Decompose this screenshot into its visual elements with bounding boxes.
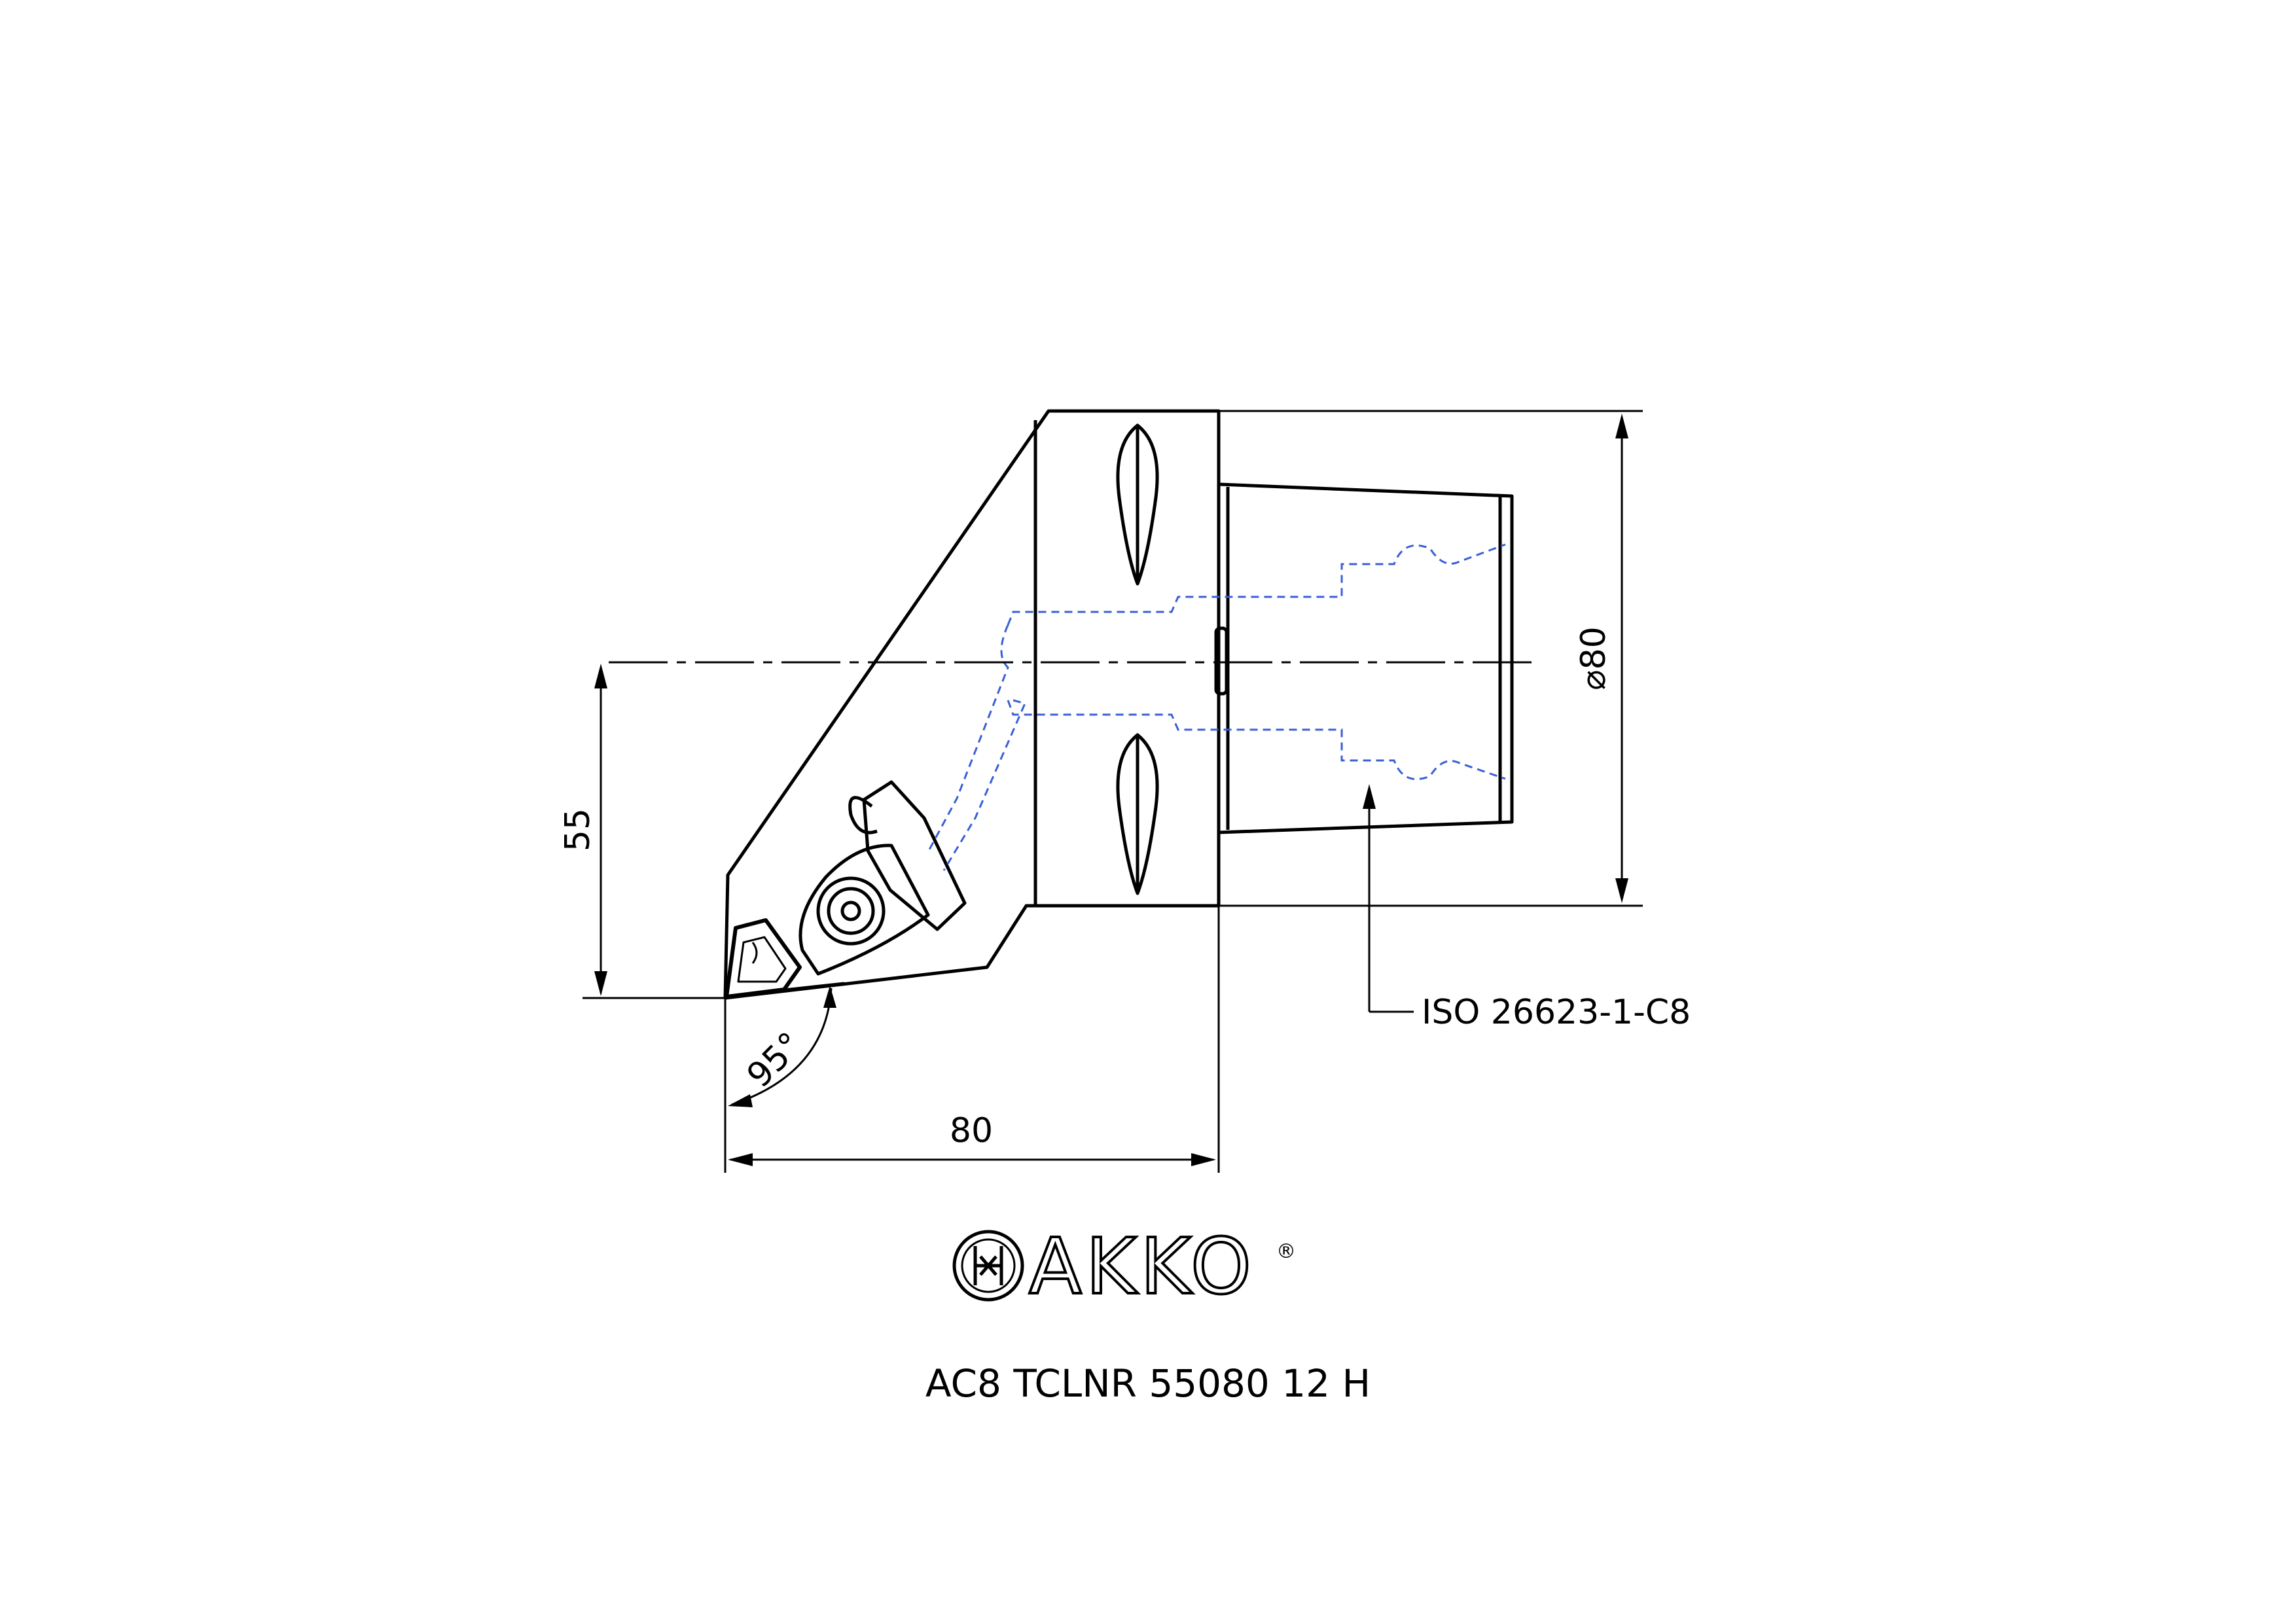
akko-logo: AKKO ® <box>952 1220 1296 1313</box>
dim-diameter <box>1219 410 1643 907</box>
dim-length-label: 80 <box>950 1111 993 1150</box>
clamp-screw-inner <box>827 887 875 935</box>
insert-inner <box>737 936 787 983</box>
logo-wordmark: AKKO <box>1029 1221 1255 1311</box>
shank-outline <box>1218 482 1514 834</box>
clamp-head <box>848 796 878 834</box>
dim-height-label: 55 <box>558 808 598 851</box>
center-plug <box>1214 626 1229 696</box>
logo-emblem-mark <box>973 1246 1003 1285</box>
hidden-bore-lower <box>1007 700 1506 780</box>
dim-angle-label: 95° <box>740 1025 810 1096</box>
dim-length <box>724 906 1220 1173</box>
logo-emblem-outer <box>952 1230 1024 1302</box>
dim-angle <box>728 982 845 1107</box>
dim-height <box>583 664 728 999</box>
clamp-screw-outer <box>816 876 886 946</box>
head-outline <box>723 409 1221 1000</box>
insert-clamp-assembly <box>725 780 967 999</box>
iso-callout-label: ISO 26623-1-C8 <box>1422 993 1691 1032</box>
iso-leader <box>1363 784 1414 1013</box>
clamp-screw-socket <box>840 901 861 921</box>
logo-emblem-inner <box>961 1238 1016 1293</box>
hidden-coolant-1 <box>928 624 1009 850</box>
cutting-insert <box>725 918 802 999</box>
hidden-lines <box>928 543 1506 871</box>
tool-body <box>723 409 1514 1000</box>
hidden-coolant-2 <box>942 699 1027 871</box>
insert-chip-breaker <box>751 942 758 964</box>
clamp-lever <box>862 780 967 931</box>
logo-registered-mark: ® <box>1276 1240 1296 1263</box>
insert-seat <box>798 844 930 976</box>
dim-diameter-label: ⌀80 <box>1574 626 1613 690</box>
hidden-bore-upper <box>1007 543 1506 626</box>
part-number: AC8 TCLNR 55080 12 H <box>925 1361 1371 1406</box>
